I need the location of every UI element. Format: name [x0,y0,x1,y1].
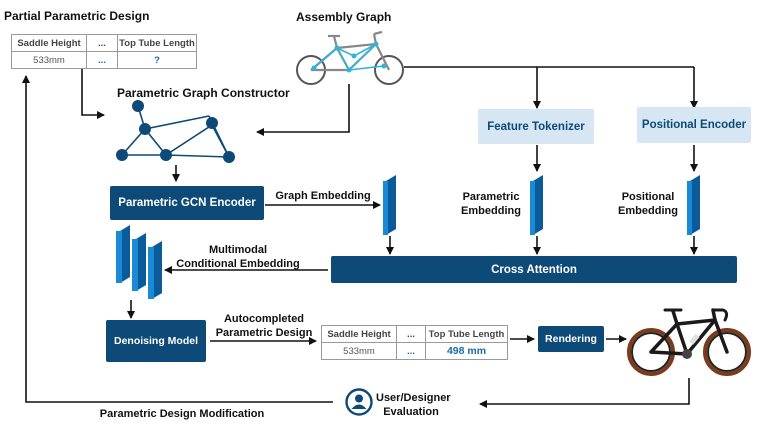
multimodal-embedding-label: Multimodal Conditional Embedding [176,244,300,270]
bicycle-assembly-graph-icon [296,30,404,85]
assembly-graph-title: Assembly Graph [296,10,392,24]
user-icon [345,388,373,416]
design-modification-label: Parametric Design Modification [99,408,265,420]
table-header-cell: ... [396,325,426,343]
denoising-model-box: Denoising Model [106,320,206,362]
table-header-cell: Saddle Height [321,325,397,343]
parametric-embedding-label: Parametric Embedding [461,191,521,217]
partial-design-title: Partial Parametric Design [4,9,150,23]
table-header-cell: Top Tube Length [425,325,508,343]
table-value-cell: 533mm [321,342,397,360]
table-value-cell: ... [86,51,118,69]
table-header-cell: Saddle Height [11,34,87,52]
table-header-cell: Top Tube Length [117,34,197,52]
graph-network-icon [116,100,235,163]
partial-design-table: Saddle Height ... Top Tube Length 533mm … [11,34,197,69]
table-value-cell: ... [396,342,426,360]
graph-constructor-title: Parametric Graph Constructor [117,86,290,100]
autocompleted-design-label: Autocompleted Parametric Design [215,313,313,339]
feature-tokenizer-box: Feature Tokenizer [478,109,594,144]
table-value-cell: ? [117,51,197,69]
gcn-encoder-box: Parametric GCN Encoder [110,186,264,220]
table-header-cell: ... [86,34,118,52]
table-value-cell: 533mm [11,51,87,69]
graph-embedding-label: Graph Embedding [275,190,371,202]
autocompleted-design-table: Saddle Height ... Top Tube Length 533mm … [321,325,508,360]
road-bike-icon [627,308,751,376]
rendering-box: Rendering [538,326,604,352]
table-value-cell: 498 mm [425,342,508,360]
positional-embedding-label: Positional Embedding [618,191,678,217]
cross-attention-box: Cross Attention [331,256,737,283]
user-evaluation-label: User/Designer Evaluation [376,392,451,418]
positional-encoder-box: Positional Encoder [637,107,751,143]
